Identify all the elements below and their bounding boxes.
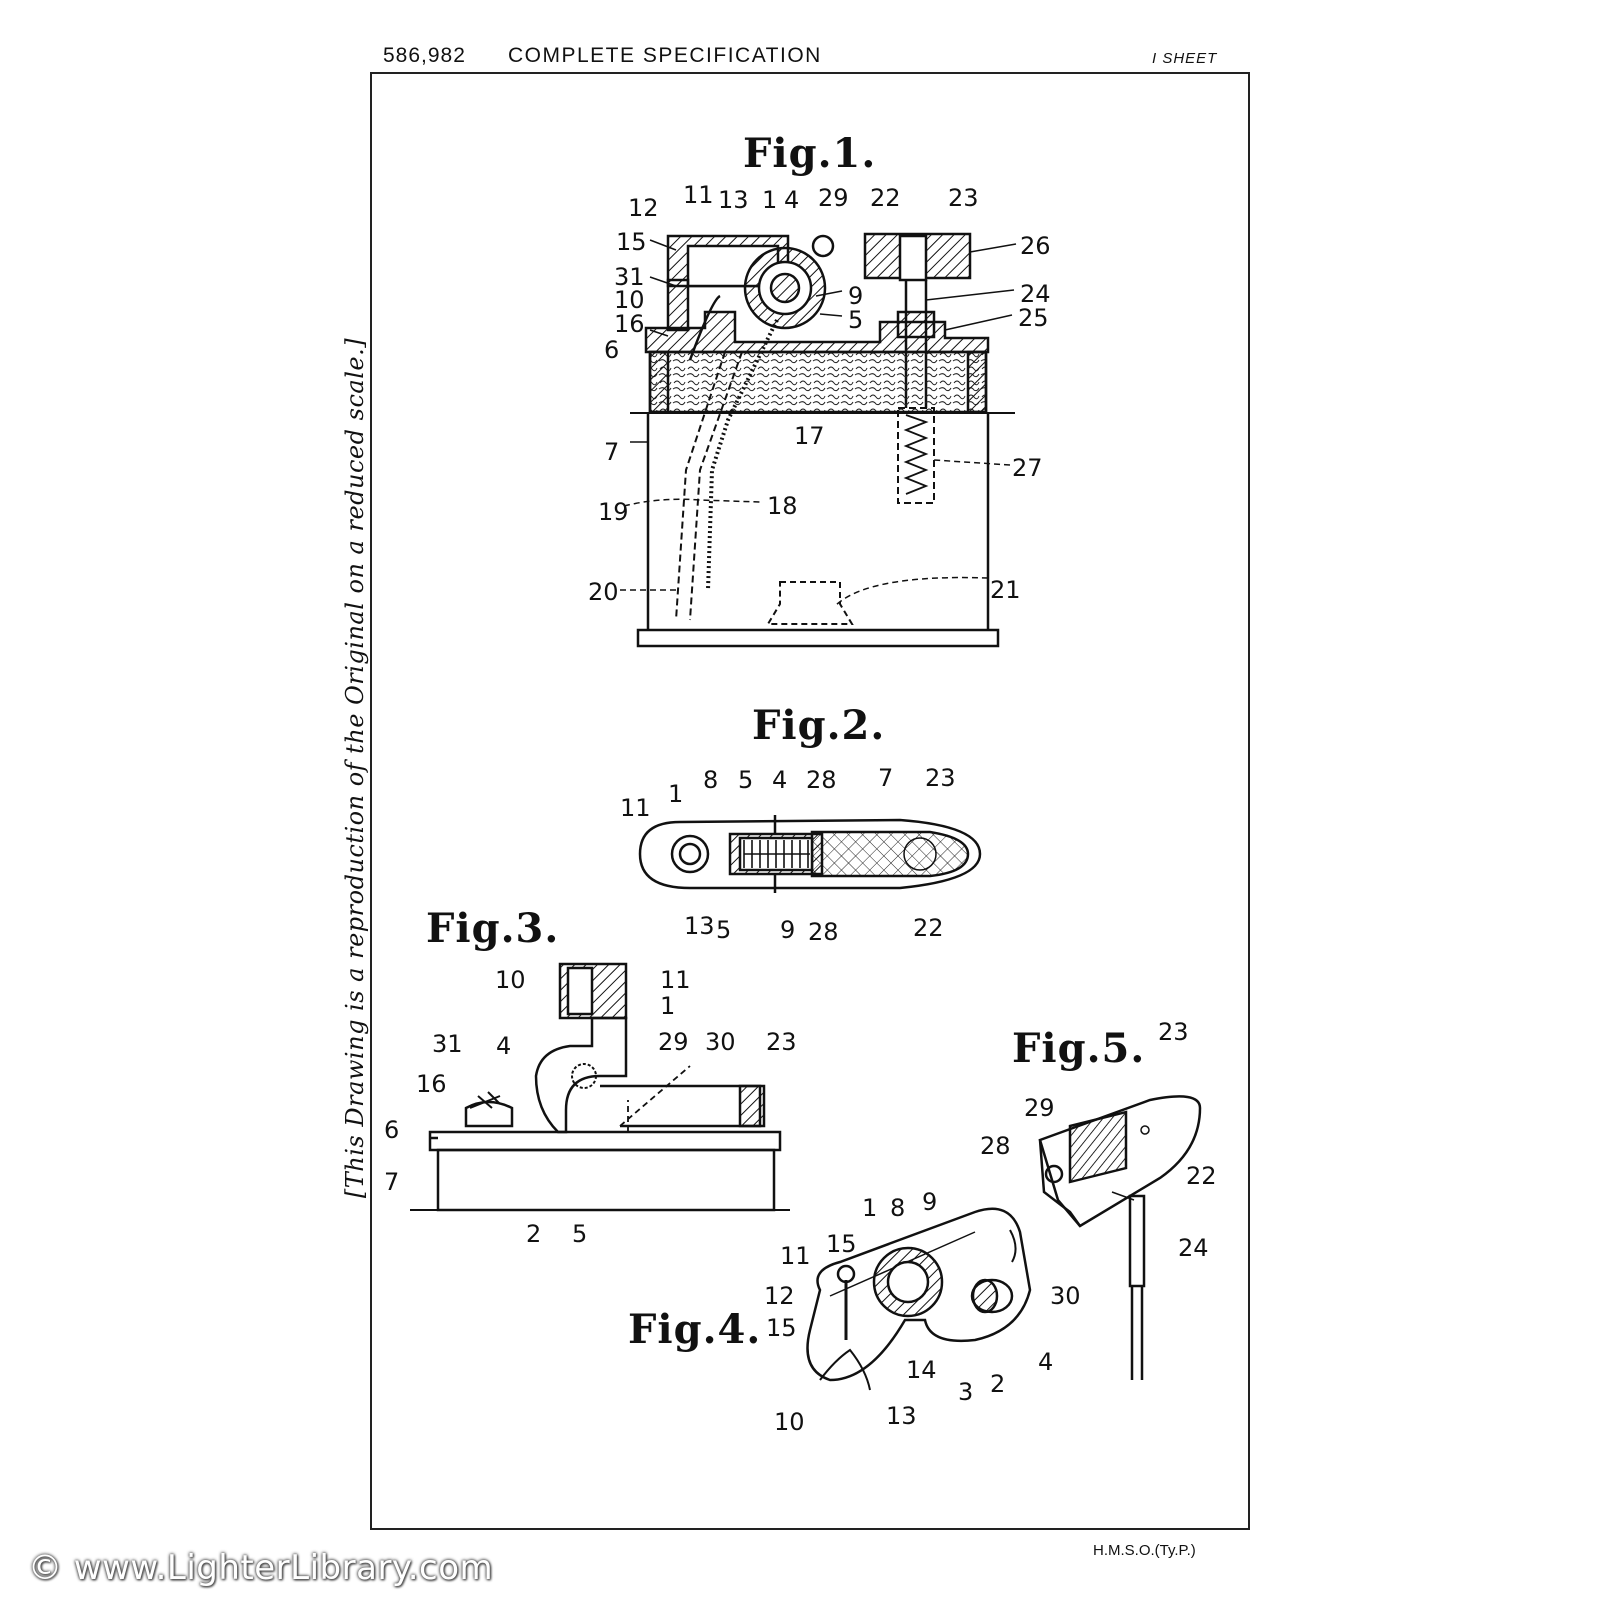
fig2-ref-label: 23	[925, 764, 956, 792]
fig1-ref-label: 23	[948, 184, 979, 212]
fig4-ref-label: 30	[1050, 1282, 1081, 1310]
fig1-ref-label: 21	[990, 576, 1021, 604]
fig1-ref-label: 24	[1020, 280, 1051, 308]
fig1-ref-label: 19	[598, 498, 629, 526]
fig1-ref-label: 26	[1020, 232, 1051, 260]
fig5-ref-label: 24	[1178, 1234, 1209, 1262]
fig2-ref-label: 13	[684, 912, 715, 940]
fig5-ref-label: 23	[1158, 1018, 1189, 1046]
fig3-ref-label: 1	[660, 992, 676, 1020]
fig1-ref-label: 7	[604, 438, 620, 466]
fig3-drawing	[410, 962, 790, 1212]
fig1-ref-label: 4	[784, 186, 800, 214]
fig1-ref-label: 6	[604, 336, 620, 364]
fig3-ref-label: 7	[384, 1168, 400, 1196]
printer-imprint: H.M.S.O.(Ty.P.)	[1093, 1542, 1196, 1559]
fig4-ref-label: 3	[958, 1378, 974, 1406]
fig3-ref-label: 29	[658, 1028, 689, 1056]
fig2-ref-label: 4	[772, 766, 788, 794]
fig1-ref-label: 15	[616, 228, 647, 256]
fig2-ref-label: 5	[738, 766, 754, 794]
fig4-ref-label: 1	[862, 1194, 878, 1222]
fig1-ref-label: 25	[1018, 304, 1049, 332]
fig4-ref-label: 8	[890, 1194, 906, 1222]
fig1-ref-label: 10	[614, 286, 645, 314]
fig3-ref-label: 30	[705, 1028, 736, 1056]
fig1-ref-label: 16	[614, 310, 645, 338]
fig1-ref-label: 20	[588, 578, 619, 606]
fig4-ref-label: 14	[906, 1356, 937, 1384]
fig1-ref-label: 22	[870, 184, 901, 212]
fig2-ref-label: 22	[913, 914, 944, 942]
fig5-ref-label: 22	[1186, 1162, 1217, 1190]
fig3-ref-label: 11	[660, 966, 691, 994]
fig3-ref-label: 31	[432, 1030, 463, 1058]
specification-title: COMPLETE SPECIFICATION	[508, 44, 822, 67]
fig5-ref-label: 28	[980, 1132, 1011, 1160]
fig1-ref-label: 12	[628, 194, 659, 222]
fig3-ref-label: 2	[526, 1220, 542, 1248]
fig1-title: Fig.1.	[743, 130, 877, 177]
fig4-ref-label: 4	[1038, 1348, 1054, 1376]
fig3-ref-label: 16	[416, 1070, 447, 1098]
fig1-ref-label: 29	[818, 184, 849, 212]
fig3-ref-label: 23	[766, 1028, 797, 1056]
fig3-ref-label: 5	[572, 1220, 588, 1248]
fig2-ref-label: 9	[780, 916, 796, 944]
fig4-title: Fig.4.	[628, 1306, 762, 1353]
fig1-ref-label: 27	[1012, 454, 1043, 482]
fig2-ref-label: 28	[808, 918, 839, 946]
fig2-ref-label: 28	[806, 766, 837, 794]
fig4-ref-label: 15	[826, 1230, 857, 1258]
fig1-ref-label: 18	[767, 492, 798, 520]
fig2-title: Fig.2.	[752, 702, 886, 749]
fig4-drawing	[806, 1207, 1032, 1391]
fig1-drawing	[620, 232, 1017, 648]
fig1-ref-label: 11	[683, 181, 714, 209]
fig1-ref-label: 31	[614, 263, 645, 291]
fig3-ref-label: 4	[496, 1032, 512, 1060]
sheet-count: I SHEET	[1152, 50, 1218, 67]
fig4-ref-label: 15	[766, 1314, 797, 1342]
fig2-ref-label: 8	[703, 766, 719, 794]
fig4-ref-label: 11	[780, 1242, 811, 1270]
fig2-ref-label: 11	[620, 794, 651, 822]
fig5-ref-label: 29	[1024, 1094, 1055, 1122]
fig1-ref-label: 13	[718, 186, 749, 214]
fig3-ref-label: 10	[495, 966, 526, 994]
patent-number: 586,982	[383, 44, 466, 67]
fig3-ref-label: 6	[384, 1116, 400, 1144]
fig2-ref-label: 5	[716, 916, 732, 944]
fig4-ref-label: 9	[922, 1188, 938, 1216]
fig5-drawing	[1038, 1095, 1202, 1380]
fig3-title: Fig.3.	[426, 905, 560, 952]
fig2-drawing	[638, 815, 982, 893]
fig4-ref-label: 13	[886, 1402, 917, 1430]
drawing-frame	[370, 72, 1250, 1530]
fig1-ref-label: 17	[794, 422, 825, 450]
watermark: © www.LighterLibrary.com	[28, 1548, 494, 1588]
fig2-ref-label: 7	[878, 764, 894, 792]
fig4-ref-label: 12	[764, 1282, 795, 1310]
fig5-title: Fig.5.	[1012, 1025, 1146, 1072]
fig4-ref-label: 10	[774, 1408, 805, 1436]
fig2-ref-label: 1	[668, 780, 684, 808]
fig4-ref-label: 2	[990, 1370, 1006, 1398]
fig1-ref-label: 9	[848, 282, 864, 310]
fig1-ref-label: 1	[762, 186, 778, 214]
fig1-ref-label: 5	[848, 306, 864, 334]
